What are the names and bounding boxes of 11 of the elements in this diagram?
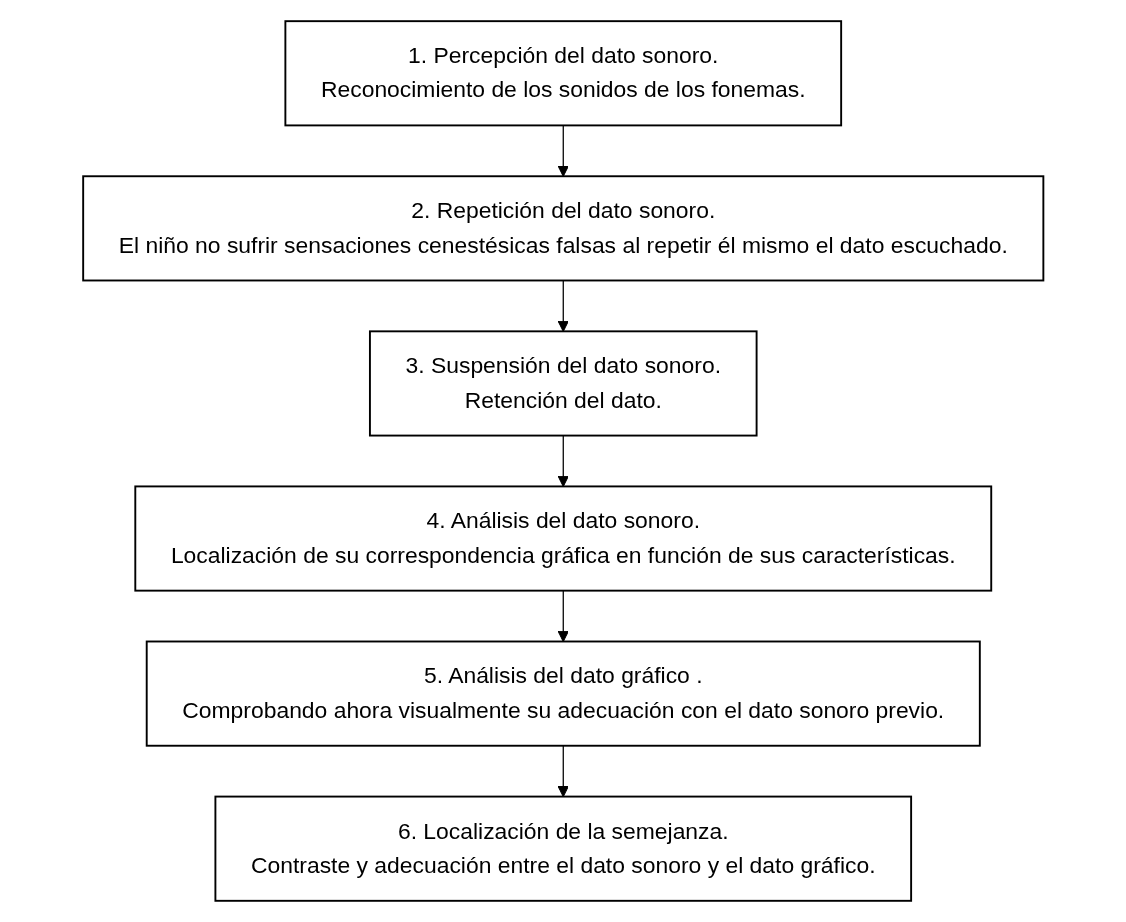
arrow [557, 590, 569, 642]
node-box: 2. Repetición del dato sonoro. El niño no sufrir sensaciones cenestésicas falsas al repetir él mismo el dato escuchado. [81, 175, 1045, 282]
node-box: 5. Análisis del dato gráfico . Comprobando ahora visualmente su adecuación con el dato sonoro previo. [145, 640, 981, 747]
node-box: 4. Análisis del dato sonoro. Localización de su correspondencia gráfica en función de sus características. [134, 485, 992, 592]
node-box: 1. Percepción del dato sonoro. Reconocimiento de los sonidos de los fonemas. [284, 20, 842, 127]
arrow [557, 745, 569, 798]
arrow [557, 279, 569, 332]
node-box: 3. Suspensión del dato sonoro. Retención del dato. [368, 330, 758, 437]
arrow [557, 124, 569, 177]
arrow [557, 434, 569, 487]
node-box: 6. Localización de la semejanza. Contraste y adecuación entre el dato sonoro y el dato gráfico. [214, 795, 912, 902]
